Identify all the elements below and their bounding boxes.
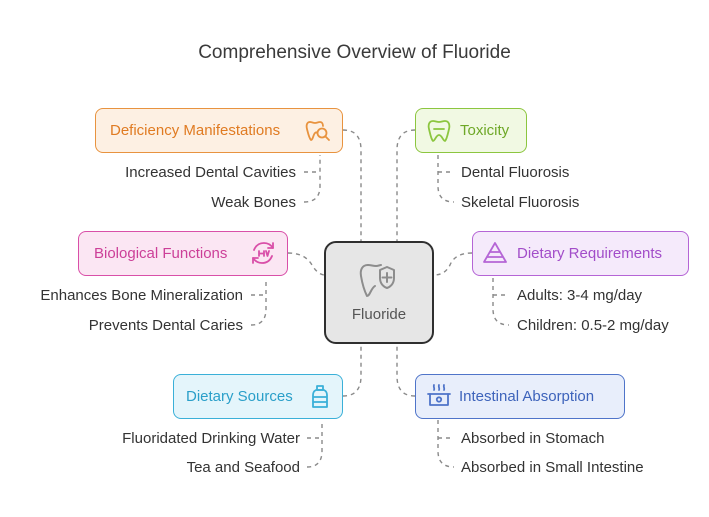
category-biological-functions: Biological Functions: [78, 231, 288, 276]
item-absorption-1: Absorbed in Stomach: [461, 430, 605, 447]
item-deficiency-1: Increased Dental Cavities: [125, 164, 296, 181]
item-requirements-2: Children: 0.5-2 mg/day: [517, 317, 669, 334]
item-toxicity-1: Dental Fluorosis: [461, 164, 570, 181]
cycle-icon: [252, 242, 274, 264]
bottle-icon: [312, 385, 328, 408]
tooth-icon: [427, 120, 451, 142]
item-toxicity-2: Skeletal Fluorosis: [461, 194, 580, 211]
item-biological-2: Prevents Dental Caries: [88, 317, 243, 334]
connector-deficiency: [342, 129, 362, 242]
category-label: Dietary Sources: [186, 388, 293, 405]
tick-toxicity-2: [437, 155, 455, 203]
tick-deficiency-2: [303, 155, 321, 203]
item-sources-2: Tea and Seafood: [186, 459, 300, 476]
center-label: Fluoride: [351, 306, 407, 323]
item-sources-1: Fluoridated Drinking Water: [122, 430, 300, 447]
connector-biological: [287, 252, 326, 276]
connector-absorption: [396, 344, 416, 397]
item-deficiency-2: Weak Bones: [211, 194, 296, 211]
tick-absorption-2: [437, 420, 455, 468]
item-requirements-1: Adults: 3-4 mg/day: [517, 287, 643, 304]
category-toxicity: Toxicity: [415, 108, 527, 153]
tooth-magnifier-icon: [305, 121, 330, 141]
category-deficiency-manifestations: Deficiency Manifestations: [95, 108, 343, 153]
category-label: Intestinal Absorption: [459, 388, 595, 405]
item-biological-1: Enhances Bone Mineralization: [40, 287, 243, 304]
tick-requirements-2: [492, 278, 510, 326]
tick-biological-2: [250, 278, 267, 326]
cooking-pot-icon: [427, 384, 451, 406]
tooth-plus-icon: [359, 264, 395, 297]
connector-requirements: [433, 252, 473, 276]
tick-sources-2: [306, 420, 323, 468]
connector-toxicity: [396, 129, 416, 242]
category-dietary-requirements: Dietary Requirements: [472, 231, 689, 276]
pyramid-icon: [483, 242, 507, 263]
page-title: Comprehensive Overview of Fluoride: [198, 42, 511, 63]
category-dietary-sources: Dietary Sources: [173, 374, 343, 419]
category-label: Deficiency Manifestations: [110, 122, 281, 139]
category-label: Biological Functions: [94, 245, 228, 262]
category-label: Dietary Requirements: [517, 245, 663, 262]
category-intestinal-absorption: Intestinal Absorption: [415, 374, 625, 419]
item-absorption-2: Absorbed in Small Intestine: [461, 459, 644, 476]
connector-sources: [342, 344, 362, 397]
center-node-fluoride: Fluoride: [324, 241, 434, 344]
category-label: Toxicity: [460, 122, 510, 139]
